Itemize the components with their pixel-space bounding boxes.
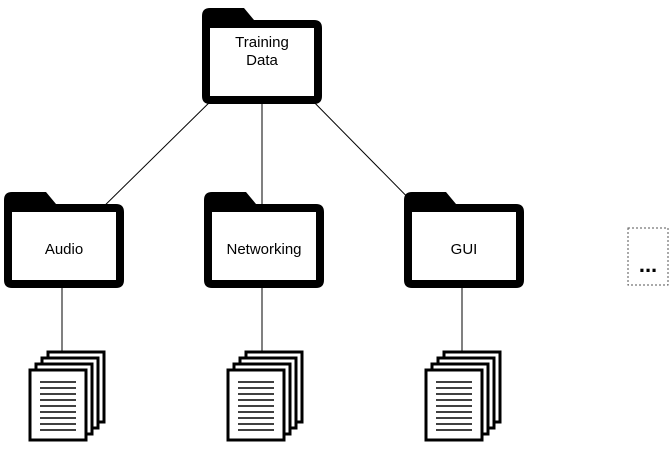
root-label-line2: Data [246,52,278,69]
document-stack-icon [426,352,500,440]
gui-label: GUI [451,241,478,258]
more-ellipsis: ... [639,252,657,277]
folder-networking: Networking [204,192,324,288]
folder-gui: GUI [404,192,524,288]
more-placeholder: ... [627,227,669,286]
root-label-line1: Training [235,34,289,51]
edge-root-audio [89,91,221,221]
more-box [627,227,669,286]
folder-training-data: Training Data [202,8,322,104]
connectors [61,91,463,368]
folder-audio: Audio [4,192,124,288]
document-stack-icon [228,352,302,440]
folder-icon [404,192,524,288]
folder-icon [204,192,324,288]
files-networking [228,352,302,440]
document-stack-icon [30,352,104,440]
files-audio [30,352,104,440]
networking-label: Networking [226,241,301,258]
files-gui [426,352,500,440]
folder-icon [4,192,124,288]
audio-label: Audio [45,241,83,258]
